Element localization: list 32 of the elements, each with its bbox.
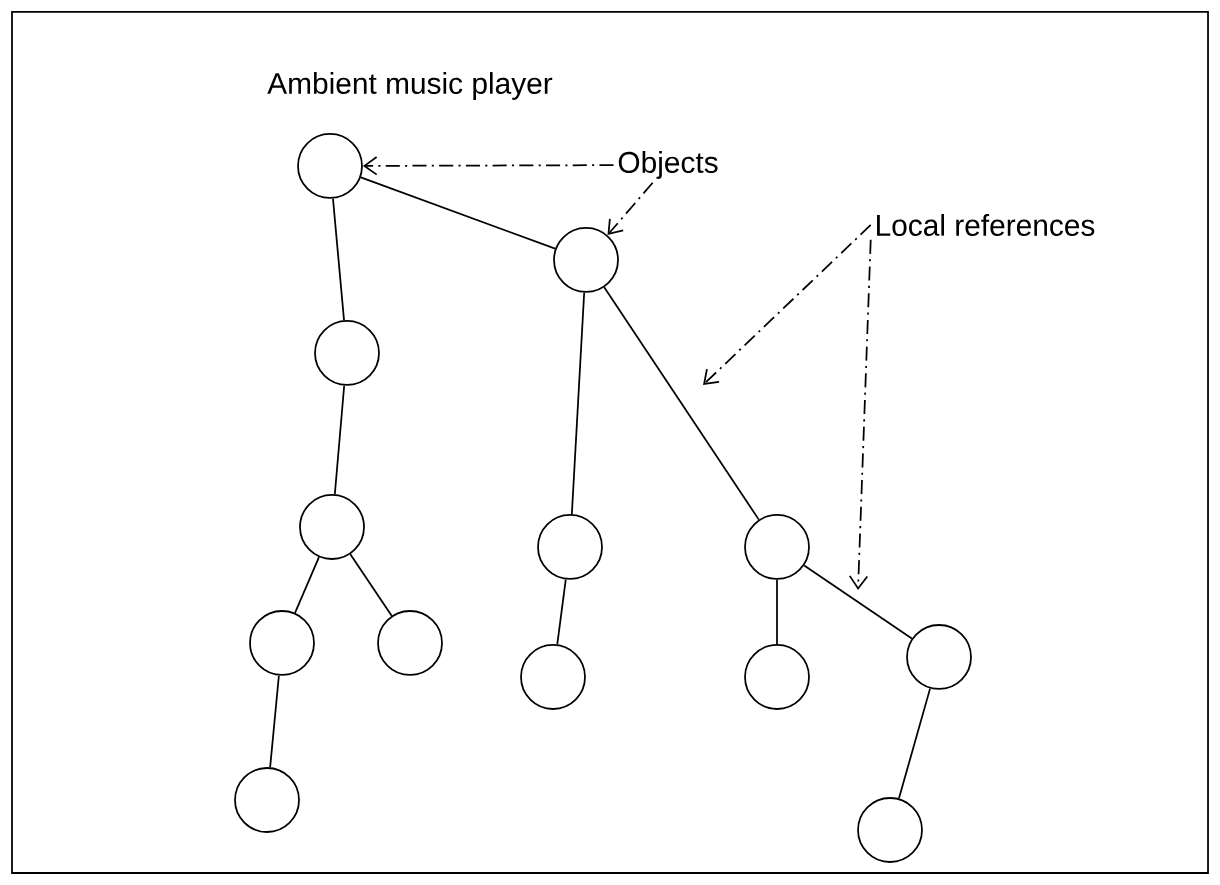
leader-line [848, 238, 872, 590]
connector-line [349, 553, 393, 617]
circle-node [744, 514, 810, 580]
connector-line [269, 674, 280, 769]
callout-text: Objects [618, 151, 718, 179]
circle-node [553, 227, 619, 293]
connector-line [294, 556, 320, 614]
circle-node [234, 767, 300, 833]
node-label: Ambient music player [267, 72, 553, 100]
connector-line [776, 579, 778, 645]
circle-node [744, 644, 810, 710]
circle-node [857, 797, 923, 863]
connector-line [603, 286, 760, 521]
connector-line [360, 176, 557, 250]
circle-node [520, 644, 586, 710]
leader-line [362, 156, 615, 176]
connector-line [898, 687, 931, 800]
circle-node [314, 320, 380, 386]
leader-line [703, 224, 872, 385]
circle-node [299, 494, 365, 560]
callout-text: Local references [877, 214, 1095, 236]
connector-line [803, 564, 913, 640]
circle-node [249, 610, 315, 676]
circle-node [537, 514, 603, 580]
connector-line [556, 578, 567, 646]
circle-node [377, 610, 443, 676]
connector-line [570, 291, 586, 516]
connector-line [332, 197, 345, 322]
circle-node [297, 133, 363, 199]
circle-node [906, 624, 972, 690]
leader-line [607, 181, 654, 236]
connector-line [333, 384, 346, 496]
